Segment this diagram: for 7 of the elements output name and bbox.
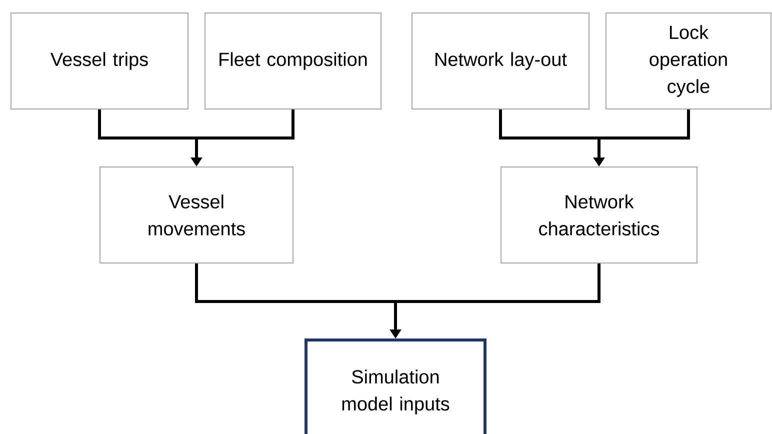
input-box: Lock operation cycle [606, 12, 772, 110]
input-box: Vessel trips [10, 12, 188, 110]
input-box: Network characteristics [500, 166, 698, 264]
input-box: Fleet composition [204, 12, 382, 110]
input-box: Vessel movements [100, 166, 294, 264]
result-box: Simulation model inputs [304, 338, 486, 434]
input-box: Network lay-out [412, 12, 590, 110]
